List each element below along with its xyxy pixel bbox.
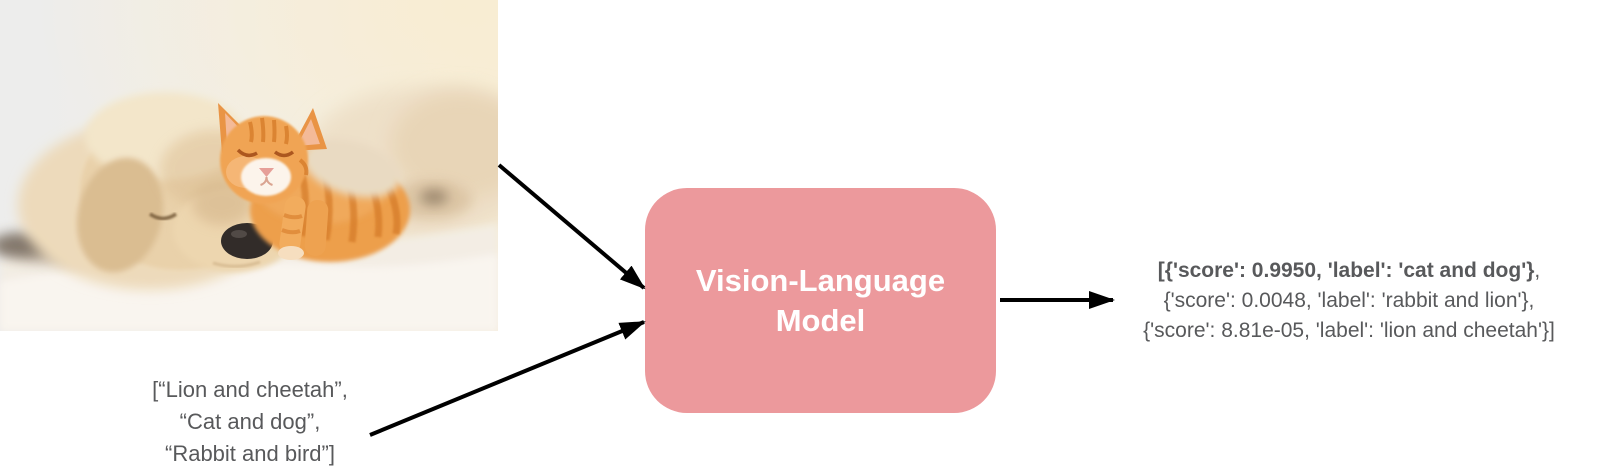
input-image xyxy=(0,0,498,331)
output-line-1-bold: [{'score': 0.9950, 'label': 'cat and dog… xyxy=(1157,259,1535,282)
candidate-labels-line: “Rabbit and bird”] xyxy=(165,441,335,466)
arrow-labels-to-model xyxy=(369,320,646,437)
model-box-label-line2: Model xyxy=(775,302,866,338)
output-line-1-tail: , xyxy=(1534,259,1541,282)
dog-and-kitten-photo xyxy=(0,0,498,331)
candidate-labels-text: [“Lion and cheetah”, “Cat and dog”, “Rab… xyxy=(100,374,400,470)
dog-ear-fluff xyxy=(303,138,401,198)
puppy-closed-eye xyxy=(149,212,177,221)
output-line-2: {'score': 0.0048, 'label': 'rabbit and l… xyxy=(1163,289,1535,312)
model-box-label-line1: Vision-Language xyxy=(695,262,946,298)
kitten-forehead-stripes xyxy=(248,117,309,176)
kitten-illustration xyxy=(218,103,410,262)
vision-language-model-box: Vision-Language Model xyxy=(645,188,996,413)
output-line-3: {'score': 8.81e-05, 'label': 'lion and c… xyxy=(1143,319,1555,342)
kitten-nose xyxy=(259,168,274,177)
output-text: [{'score': 0.9950, 'label': 'cat and dog… xyxy=(1093,256,1600,346)
kitten-closed-eye xyxy=(236,148,258,158)
kitten-front-leg xyxy=(304,200,329,257)
output-line-1: [{'score': 0.9950, 'label': 'cat and dog… xyxy=(1093,256,1600,286)
kitten-closed-eye xyxy=(273,150,295,158)
candidate-labels-line: [“Lion and cheetah”, xyxy=(152,377,348,402)
arrow-image-to-model xyxy=(497,163,646,290)
kitten-front-leg xyxy=(279,196,306,254)
candidate-labels-line: “Cat and dog”, xyxy=(179,409,321,434)
